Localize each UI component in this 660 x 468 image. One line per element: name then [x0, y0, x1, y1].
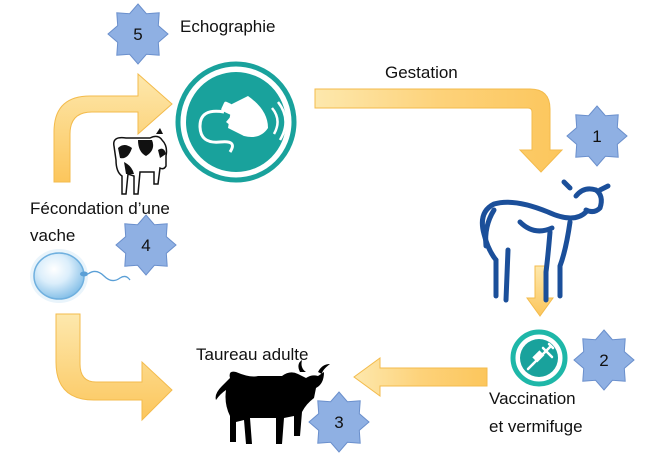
step-number-3: 3	[334, 413, 343, 432]
arrow-gestation-to-vaccination	[526, 265, 554, 317]
syringe-icon	[510, 329, 568, 387]
step-number-2: 2	[599, 351, 608, 370]
step-badge-1	[566, 105, 628, 167]
step-badge-3	[308, 391, 370, 453]
ultrasound-probe-icon	[175, 61, 297, 183]
step-number-5: 5	[133, 25, 142, 44]
bull-icon	[215, 360, 330, 444]
label-vaccination-line2: et vermifuge	[489, 417, 583, 436]
label-taureau-adulte: Taureau adulte	[196, 345, 309, 364]
label-echographie: Echographie	[180, 17, 276, 36]
arrow-fecondation-to-taureau	[55, 313, 173, 422]
step-badge-5	[107, 3, 169, 65]
holstein-cow-icon	[113, 128, 168, 195]
label-vaccination-line1: Vaccination	[489, 389, 576, 408]
step-badge-2	[573, 329, 635, 391]
calf-icon	[479, 179, 611, 303]
step-badge-4	[115, 214, 177, 276]
label-fecondation-line2: vache	[30, 226, 76, 245]
arrow-vaccination-to-taureau	[353, 357, 488, 397]
step-number-1: 1	[592, 127, 601, 146]
egg-cell-icon	[30, 249, 131, 303]
label-gestation: Gestation	[385, 63, 458, 82]
label-fecondation-line1: Fécondation d’une	[30, 199, 170, 218]
arrow-echographie-to-gestation	[314, 88, 564, 173]
arrow-fecondation-to-echographie	[53, 72, 173, 183]
step-number-4: 4	[141, 236, 150, 255]
